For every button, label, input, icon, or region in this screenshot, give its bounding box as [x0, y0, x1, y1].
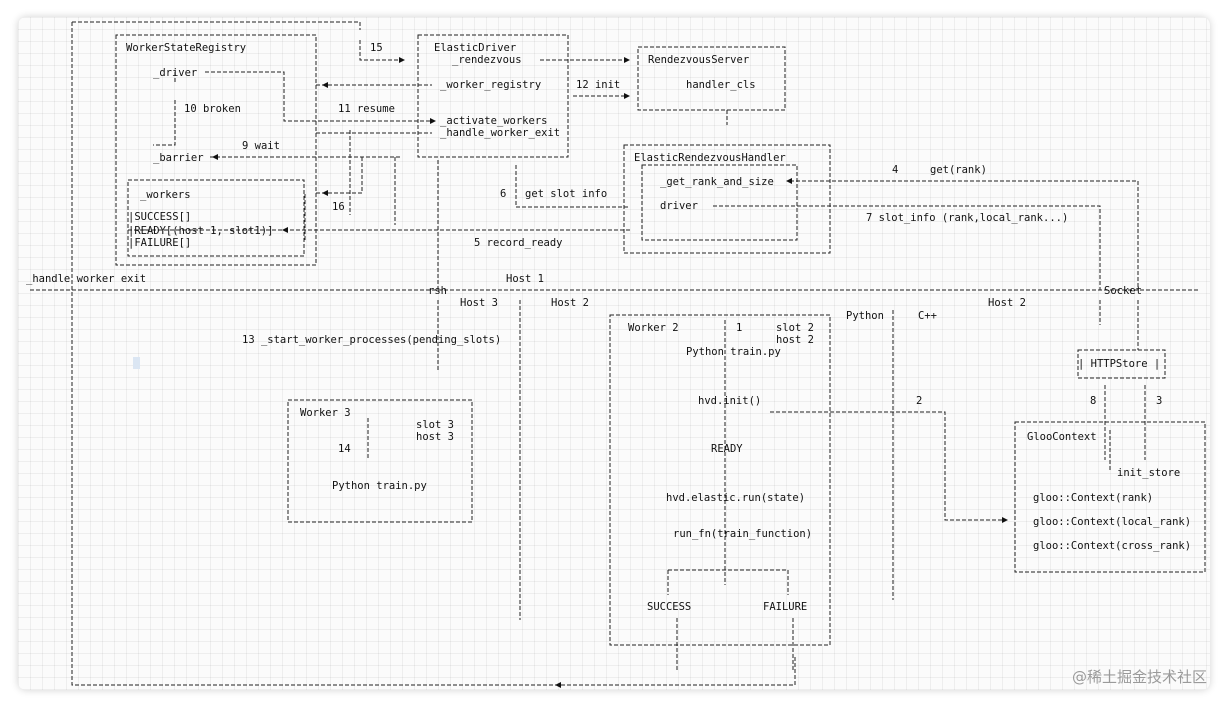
slot-3-label: slot 3	[416, 419, 454, 431]
start-worker-processes-label: 13 _start_worker_processes(pending_slots…	[242, 334, 501, 346]
diagram-canvas	[18, 17, 1210, 690]
rendezvous-field-label: _rendezvous	[452, 54, 522, 66]
connector-lines	[30, 21, 1206, 686]
failure-list-label: |FAILURE[]	[128, 237, 191, 249]
success-list-label: |SUCCESS[]	[128, 211, 191, 223]
hvd-init-label: hvd.init()	[698, 395, 761, 407]
ready-label: READY	[711, 443, 743, 455]
rsh-label: rsh	[428, 285, 447, 297]
worker-3-label: Worker 3	[300, 407, 351, 419]
python-train-w2-label: Python train.py	[686, 346, 781, 358]
hvd-elastic-run-label: hvd.elastic.run(state)	[666, 492, 805, 504]
host-3-label: Host 3	[460, 297, 498, 309]
socket-label: Socket	[1104, 285, 1142, 297]
get-slot-info-label: get slot info	[525, 188, 607, 200]
http-store-label: | HTTPStore |	[1078, 358, 1160, 370]
step-11-label: 11 resume	[338, 103, 395, 115]
activate-workers-label: _activate_workers	[440, 115, 547, 127]
selection-marker	[133, 357, 140, 369]
success-label: SUCCESS	[647, 601, 691, 613]
step-5-label: 5 record_ready	[474, 237, 563, 249]
gloo-rank-label: gloo::Context(rank)	[1033, 492, 1153, 504]
handler-driver-label: driver	[660, 200, 698, 212]
step-16-label: 16	[332, 201, 345, 213]
get-rank-and-size-label: _get_rank_and_size	[660, 176, 774, 188]
host-2-left-label: Host 2	[551, 297, 589, 309]
host-2-small-label: host 2	[776, 334, 814, 346]
failure-label: FAILURE	[763, 601, 807, 613]
step-6-label: 6	[500, 188, 506, 200]
rendezvous-server-label: RendezvousServer	[648, 54, 749, 66]
diagram-texts: WorkerStateRegistry _driver 10 broken 9 …	[26, 42, 1191, 613]
step-2-label: 2	[916, 395, 922, 407]
watermark: @稀土掘金技术社区	[1071, 668, 1207, 686]
step-8-label: 8	[1090, 395, 1096, 407]
arrow-heads	[212, 57, 1008, 688]
step-7-label: 7 slot_info (rank,local_rank...)	[866, 212, 1068, 224]
step-9-label: 9 wait	[242, 140, 280, 152]
python-label: Python	[846, 310, 884, 322]
gloo-local-rank-label: gloo::Context(local_rank)	[1033, 516, 1191, 528]
step-3-label: 3	[1156, 395, 1162, 407]
worker-state-registry-label: WorkerStateRegistry	[126, 42, 246, 54]
step-4-label: 4	[892, 164, 898, 176]
host-1-label: Host 1	[506, 273, 544, 285]
step-10-label: 10 broken	[184, 103, 241, 115]
host-2-right-label: Host 2	[988, 297, 1026, 309]
worker-2-label: Worker 2	[628, 322, 679, 334]
cpp-label: C++	[918, 310, 937, 322]
handle-worker-exit-left-label: _handle worker exit	[26, 273, 146, 285]
init-store-label: init_store	[1117, 467, 1180, 479]
ready-list-label: |READY[(host 1, slot1)]	[128, 225, 273, 237]
driver-field-label: _driver	[153, 67, 197, 79]
step-14-label: 14	[338, 443, 351, 455]
handle-worker-exit-method-label: _handle_worker_exit	[440, 127, 560, 139]
host-3-small-label: host 3	[416, 431, 454, 443]
barrier-field-label: _barrier	[153, 152, 204, 164]
step-15-label: 15	[370, 42, 383, 54]
slot-2-label: slot 2	[776, 322, 814, 334]
run-fn-label: run_fn(train_function)	[673, 528, 812, 540]
python-train-w3-label: Python train.py	[332, 480, 427, 492]
worker-registry-field-label: _worker_registry	[440, 79, 541, 91]
get-rank-label: get(rank)	[930, 164, 987, 176]
workers-field-label: _workers	[140, 189, 191, 201]
elastic-driver-label: ElasticDriver	[434, 42, 516, 54]
step-12-label: 12 init	[576, 79, 620, 91]
handler-cls-label: handler_cls	[686, 79, 756, 91]
gloo-context-label: GlooContext	[1027, 431, 1097, 443]
gloo-cross-rank-label: gloo::Context(cross_rank)	[1033, 540, 1191, 552]
step-1-label: 1	[736, 322, 742, 334]
elastic-rendezvous-handler-label: ElasticRendezvousHandler	[634, 152, 786, 164]
